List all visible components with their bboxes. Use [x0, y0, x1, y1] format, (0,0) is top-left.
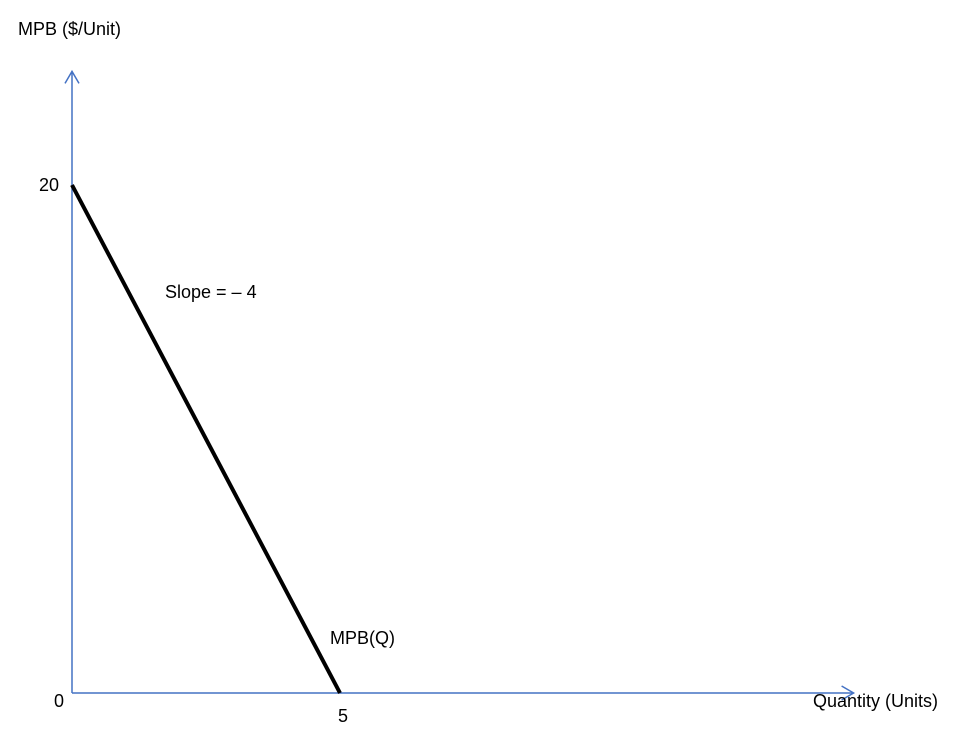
- series-line-mpb: [70, 184, 342, 694]
- series-label-mpb: MPB(Q): [330, 628, 395, 648]
- x-axis-arrowhead: [841, 685, 856, 701]
- y-axis-arrowhead: [64, 69, 80, 84]
- origin-label: 0: [54, 691, 64, 711]
- slope-annotation: Slope = – 4: [165, 282, 257, 302]
- y-axis-label: MPB ($/Unit): [18, 19, 121, 39]
- y-tick-label: 20: [39, 175, 59, 195]
- x-tick-label: 5: [338, 706, 348, 726]
- x-axis-label: Quantity (Units): [813, 691, 938, 711]
